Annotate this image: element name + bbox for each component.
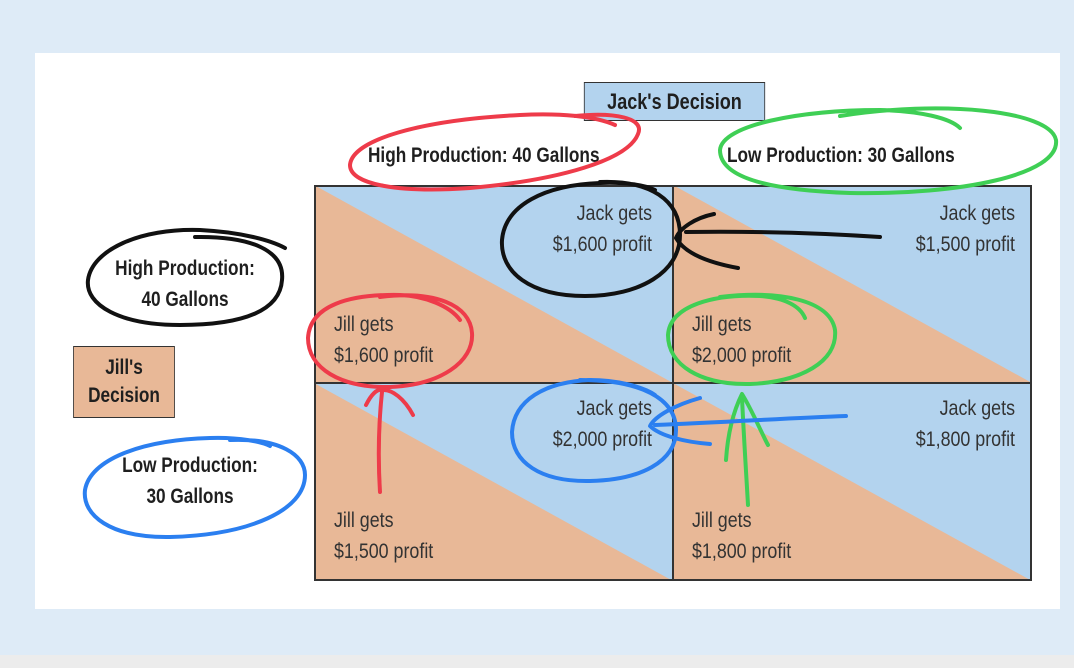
- cell-hh-jack-payoff: Jack gets $1,600 profit: [540, 198, 652, 260]
- cell-ll-jill-line2: $1,800 profit: [692, 540, 792, 563]
- cell-ll-jill-payoff: Jill gets $1,800 profit: [692, 505, 811, 567]
- cell-hl-jack-line2: $1,500 profit: [915, 233, 1015, 256]
- cell-hl-jack-line1: Jack gets: [939, 202, 1015, 225]
- jill-decision-text-line2: Decision: [88, 384, 160, 407]
- row-header-low-line2: 30 Gallons: [146, 485, 234, 508]
- cell-lh-jack-payoff: Jack gets $2,000 profit: [540, 393, 652, 455]
- cell-ll-jill-line1: Jill gets: [692, 509, 752, 532]
- cell-lh-jack-line2: $2,000 profit: [552, 428, 652, 451]
- cell-lh-jack-line1: Jack gets: [576, 397, 652, 420]
- row-header-high: High Production: 40 Gallons: [99, 253, 271, 315]
- row-header-high-line2: 40 Gallons: [141, 288, 229, 311]
- column-header-high: High Production: 40 Gallons: [368, 144, 600, 167]
- cell-hh-jack-line1: Jack gets: [576, 202, 652, 225]
- cell-hh-jill-line2: $1,600 profit: [334, 344, 434, 367]
- cell-hl-jill-line2: $2,000 profit: [692, 344, 792, 367]
- cell-hl-jack-payoff: Jack gets $1,500 profit: [900, 198, 1015, 260]
- row-header-high-line1: High Production:: [115, 257, 255, 280]
- cell-hl-jill-payoff: Jill gets $2,000 profit: [692, 309, 811, 371]
- cell-hh-jack-line2: $1,600 profit: [552, 233, 652, 256]
- jack-decision-text: Jack's Decision: [607, 88, 742, 114]
- cell-lh-jill-line1: Jill gets: [334, 509, 394, 532]
- cell-hl-jill-line1: Jill gets: [692, 313, 752, 336]
- jack-decision-label: Jack's Decision: [583, 82, 766, 121]
- column-header-low: Low Production: 30 Gallons: [727, 144, 955, 167]
- row-header-low-line1: Low Production:: [122, 454, 258, 477]
- cell-hh-jill-line1: Jill gets: [334, 313, 394, 336]
- jill-decision-label: Jill's Decision: [73, 346, 175, 418]
- cell-lh-jill-payoff: Jill gets $1,500 profit: [334, 505, 453, 567]
- cell-hh-jill-payoff: Jill gets $1,600 profit: [334, 309, 453, 371]
- row-header-low: Low Production: 30 Gallons: [100, 450, 280, 512]
- cell-ll-jack-line2: $1,800 profit: [915, 428, 1015, 451]
- cell-ll-jack-line1: Jack gets: [939, 397, 1015, 420]
- jill-decision-text-line1: Jill's: [105, 356, 143, 379]
- cell-lh-jill-line2: $1,500 profit: [334, 540, 434, 563]
- bottom-strip: [0, 655, 1074, 668]
- cell-ll-jack-payoff: Jack gets $1,800 profit: [900, 393, 1015, 455]
